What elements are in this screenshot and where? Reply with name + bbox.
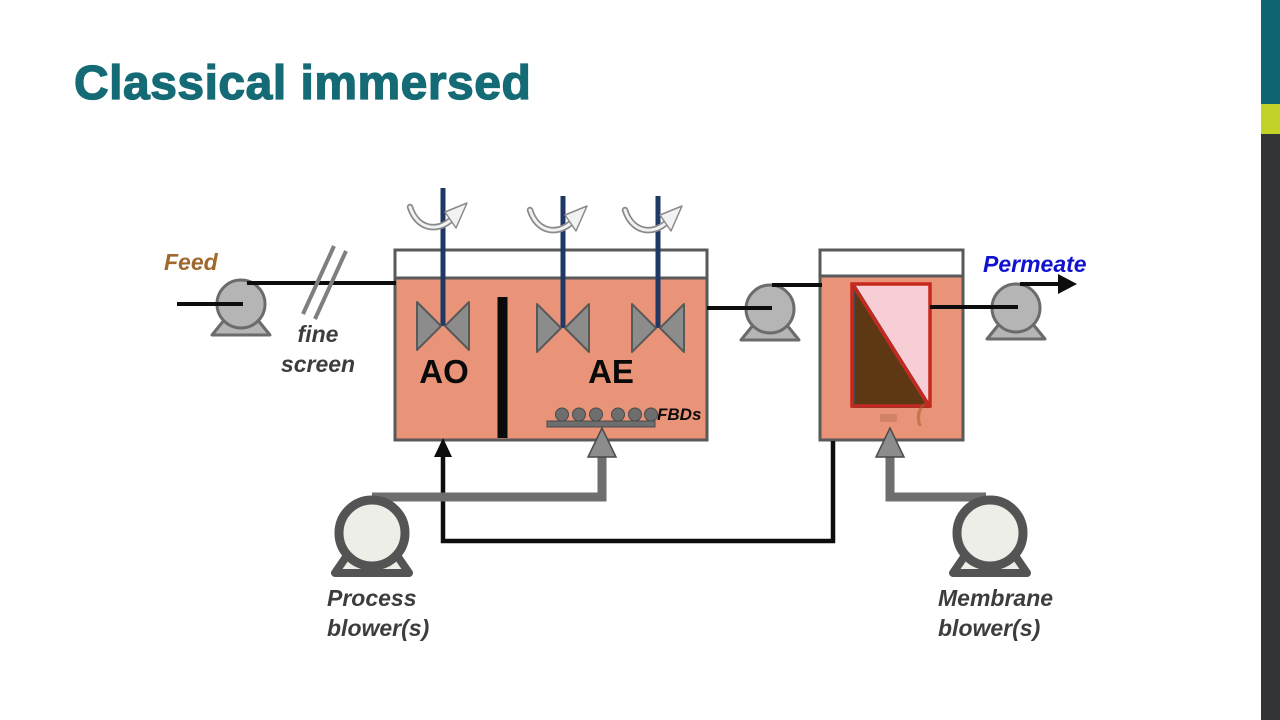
impeller-icon [416,301,442,351]
sludge-recirculation-line [434,438,836,544]
feed-label: Feed [164,249,218,275]
process-air-run [372,452,607,502]
process-blower-body [334,495,410,571]
fbd-diffuser [628,407,642,422]
permeate-pump [985,282,1047,341]
membrane-air-run [885,452,986,502]
impeller-icon [659,303,685,353]
rotation-arrow-icon [530,206,587,231]
zone-ae-label: AE [588,353,634,390]
fbd-diffuser [589,407,603,422]
membrane-blower-body [952,495,1028,571]
permeate-arrowhead [1058,274,1077,294]
zone-ao-label: AO [419,353,469,390]
impeller-icon [444,301,470,351]
rotation-arrow-icon [410,203,467,228]
fine-bubble-diffusers [546,407,658,428]
fine-screen-label: fine screen [280,321,356,377]
rotation-arrow-icon [625,206,682,231]
membrane-air-arrowhead [874,426,906,458]
membrane-frame [850,282,932,408]
process-air-arrowhead [586,426,618,458]
permeate-arrow [1020,274,1077,294]
process-air-pipe [372,426,618,502]
feed-pump [210,278,272,337]
impeller-icon [631,303,657,353]
recirc-pipe [440,441,836,544]
membrane-blower-label: Membrane blower(s) [938,585,1054,641]
accent-bar-teal [1261,0,1280,104]
accent-bar-charcoal [1261,134,1280,720]
fbds-label: FBDs [657,405,702,424]
fbd-diffuser [644,407,658,422]
bioreactor-tank [393,248,709,442]
impeller-icon [564,303,590,353]
fbd-manifold [546,420,656,428]
zone-divider [497,297,508,438]
watermark-artifact [880,414,897,422]
process-blower-label: Process blower(s) [327,585,430,641]
transfer-pump [739,283,801,342]
mixer-aerobic-2 [625,196,685,353]
screen-bar [301,245,336,315]
mixer-aerobic-1 [530,196,590,353]
membrane-module [850,282,932,408]
watermark-artifact: ( [916,400,924,427]
fbd-diffuser [611,407,625,422]
recirc-arrowhead [434,438,452,457]
fine-screen-icon [301,245,348,320]
membrane-blower-icon [949,495,1031,577]
membrane-diagonal [851,284,931,407]
process-blower-icon [331,495,413,577]
screen-bar [313,250,348,320]
permeate-label: Permeate [983,251,1087,277]
fbd-diffuser [572,407,586,422]
accent-bar-lime [1261,104,1280,134]
membrane-air-pipe [874,426,986,502]
page-title: Classical immersed [73,56,532,110]
fbd-diffuser [555,407,569,422]
impeller-icon [536,303,562,353]
mixer-anoxic [410,188,470,351]
